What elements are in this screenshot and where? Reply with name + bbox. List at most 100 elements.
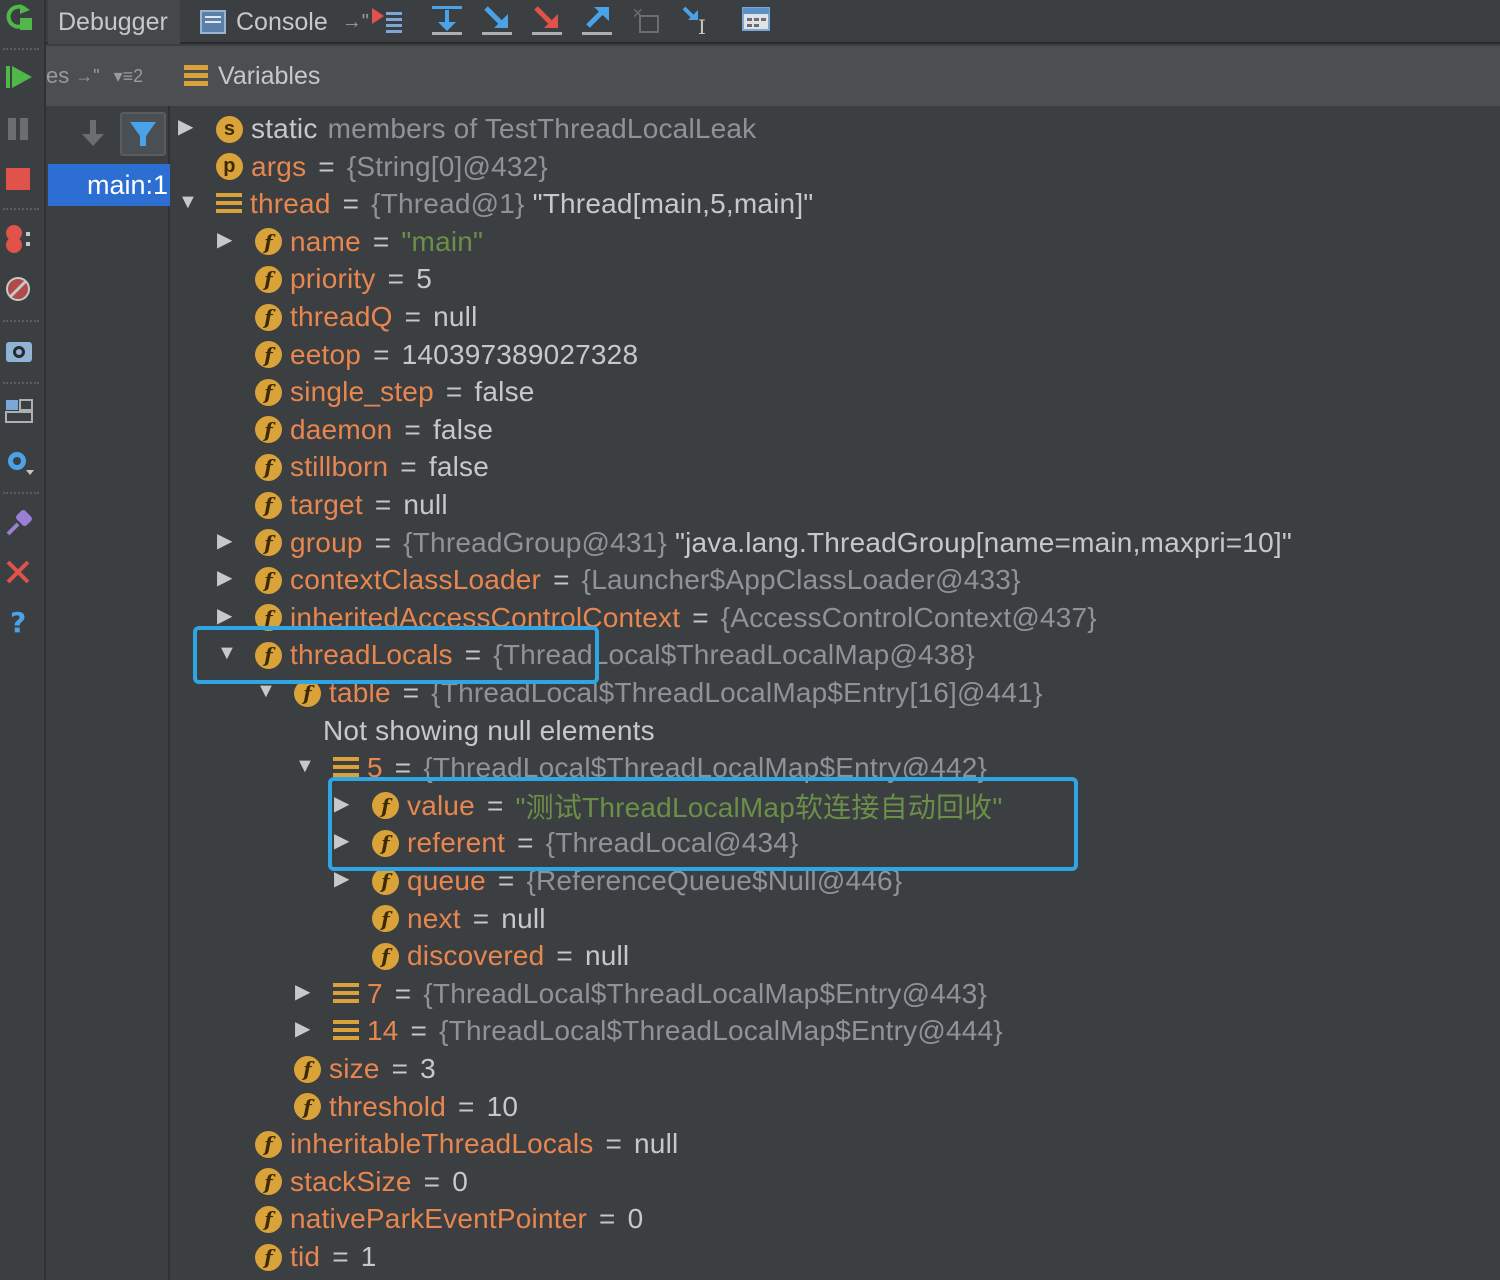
- static-icon: s: [216, 115, 243, 143]
- pause-icon[interactable]: [4, 114, 34, 144]
- run-to-cursor-icon[interactable]: I: [680, 4, 714, 36]
- show-execution-point-icon[interactable]: [370, 4, 404, 36]
- close-icon[interactable]: [4, 558, 34, 588]
- equals-sign: =: [318, 150, 335, 182]
- evaluate-expression-icon[interactable]: [740, 4, 774, 36]
- settings-icon[interactable]: [4, 448, 34, 478]
- threads-dropdown[interactable]: ▾≡2: [113, 65, 144, 86]
- expanded-arrow-icon[interactable]: ▼: [217, 642, 237, 665]
- array-icon: [333, 1020, 359, 1043]
- get-thread-dump-icon[interactable]: [4, 336, 34, 366]
- variable-type: {ThreadGroup@431}: [403, 526, 667, 558]
- equals-sign: =: [445, 376, 463, 408]
- drop-frame-icon[interactable]: ✕: [630, 4, 664, 36]
- variable-row[interactable]: 14={ThreadLocal$ThreadLocalMap$Entry@444…: [333, 1012, 1003, 1050]
- tab-debugger[interactable]: Debugger: [48, 0, 180, 44]
- stop-icon[interactable]: [4, 164, 34, 194]
- equals-sign: =: [553, 564, 570, 596]
- expanded-arrow-icon[interactable]: ▼: [295, 755, 315, 778]
- rerun-icon[interactable]: [4, 2, 34, 32]
- variable-value: 10: [486, 1090, 519, 1122]
- variable-value: null: [501, 902, 546, 934]
- view-breakpoints-icon[interactable]: [4, 224, 34, 254]
- equals-sign: =: [404, 413, 421, 445]
- debug-side-toolbar: ?: [0, 0, 46, 1280]
- collapsed-arrow-icon[interactable]: ▶: [178, 116, 194, 138]
- collapsed-arrow-icon[interactable]: ▶: [217, 529, 233, 552]
- debug-toolbar: Debugger Console →": [0, 0, 1500, 44]
- mute-breakpoints-icon[interactable]: [4, 274, 34, 304]
- restore-layout-icon[interactable]: [4, 396, 34, 426]
- expanded-arrow-icon[interactable]: ▼: [178, 191, 198, 214]
- collapsed-arrow-icon[interactable]: ▶: [217, 228, 233, 251]
- filter-button[interactable]: [120, 112, 166, 156]
- collapsed-arrow-icon[interactable]: ▶: [217, 567, 233, 590]
- variable-name: Not showing null elements: [323, 714, 655, 746]
- collapsed-arrow-icon[interactable]: ▶: [334, 830, 350, 853]
- collapsed-arrow-icon[interactable]: ▶: [217, 604, 233, 627]
- field-icon: f: [255, 641, 282, 669]
- collapsed-arrow-icon[interactable]: ▶: [295, 1018, 311, 1041]
- variable-value: "Thread[main,5,main]": [532, 188, 814, 220]
- console-pin-icon[interactable]: →": [341, 10, 369, 33]
- field-icon: f: [255, 453, 282, 481]
- separator: [3, 320, 39, 322]
- equals-sign: =: [464, 639, 482, 671]
- variable-type: {ThreadLocal@434}: [545, 827, 799, 859]
- variable-value: false: [474, 376, 535, 408]
- highlight-box-threadlocals: [193, 626, 599, 684]
- frames-pin-icon[interactable]: →": [75, 65, 100, 86]
- force-step-into-icon[interactable]: [530, 4, 564, 36]
- frame-item-main[interactable]: main:1: [48, 164, 170, 206]
- pin-tab-icon[interactable]: [4, 508, 34, 538]
- equals-sign: =: [497, 865, 515, 896]
- collapsed-arrow-icon[interactable]: ▶: [295, 980, 311, 1003]
- collapsed-arrow-icon[interactable]: ▶: [334, 868, 350, 890]
- variable-row[interactable]: 7={ThreadLocal$ThreadLocalMap$Entry@443}: [333, 975, 987, 1013]
- variable-value: false: [432, 413, 494, 445]
- variables-title: Variables: [218, 61, 321, 90]
- field-icon: f: [255, 416, 282, 444]
- equals-sign: =: [692, 601, 709, 633]
- variable-row[interactable]: thread={Thread@1}"Thread[main,5,main]": [216, 185, 813, 223]
- tab-console[interactable]: Console →": [190, 0, 379, 44]
- equals-sign: =: [472, 902, 490, 934]
- variable-value: 3: [420, 1053, 436, 1084]
- step-out-icon[interactable]: [580, 4, 614, 36]
- step-over-icon[interactable]: [430, 4, 464, 36]
- collapsed-arrow-icon[interactable]: ▶: [334, 792, 350, 815]
- resume-icon[interactable]: [4, 62, 34, 92]
- expanded-arrow-icon[interactable]: ▼: [256, 680, 276, 702]
- variable-name: name: [290, 225, 361, 257]
- down-arrow-icon[interactable]: [80, 118, 106, 148]
- variable-name: threadLocals: [290, 639, 453, 671]
- variable-value: null: [634, 1128, 679, 1160]
- step-into-icon[interactable]: [480, 4, 514, 36]
- help-icon[interactable]: ?: [4, 606, 34, 636]
- variable-row[interactable]: Not showing null elements: [323, 712, 655, 750]
